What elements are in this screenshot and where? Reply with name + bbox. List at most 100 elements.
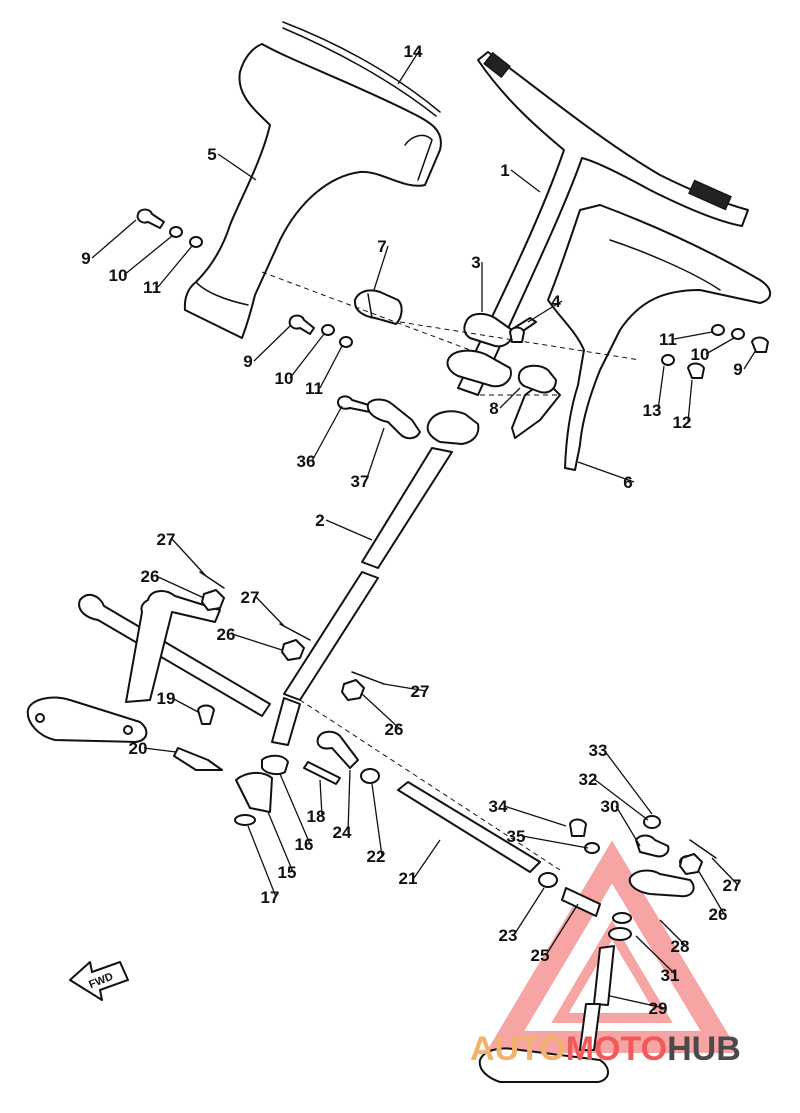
callout-10: 10 — [275, 369, 294, 388]
callout-6: 6 — [623, 473, 632, 492]
leader-line-18 — [319, 779, 323, 817]
leader-line-34 — [503, 805, 567, 827]
callout-23: 23 — [499, 926, 518, 945]
left-handlebar-cover — [183, 43, 442, 339]
leader-line-11 — [157, 245, 193, 288]
callout-26: 26 — [385, 720, 404, 739]
leader-line-11 — [319, 345, 343, 389]
fasteners — [136, 208, 769, 379]
watermark-hub: HUB — [667, 1030, 741, 1068]
leader-line-16 — [279, 773, 311, 845]
callout-36: 36 — [297, 452, 316, 471]
trim-strip — [282, 21, 441, 113]
leader-line-28 — [659, 919, 687, 947]
leader-line-7 — [373, 245, 389, 291]
leader-line-20 — [143, 747, 177, 753]
callout-9: 9 — [733, 360, 742, 379]
leader-line-10 — [705, 337, 735, 355]
leader-line-2 — [325, 519, 373, 541]
leader-line-4 — [527, 300, 563, 323]
lever-bolt — [337, 395, 373, 413]
leader-line-36 — [311, 405, 343, 462]
leader-line-23 — [513, 887, 545, 936]
tie-rod-assembly — [316, 730, 558, 888]
leader-line-8 — [499, 387, 521, 409]
cotter-pins-and-nuts — [199, 571, 717, 875]
watermark-text: AUTOMOTOHUB — [470, 1030, 741, 1068]
leader-line-27 — [255, 596, 285, 627]
leader-line-30 — [615, 805, 641, 847]
leader-line-14 — [397, 50, 420, 85]
callout-29: 29 — [649, 999, 668, 1018]
callout-11: 11 — [659, 330, 677, 349]
callout-9: 9 — [81, 249, 90, 268]
callout-26: 26 — [709, 905, 728, 924]
leader-line-6 — [577, 461, 635, 483]
leader-line-26 — [231, 633, 283, 651]
callout-14: 14 — [404, 42, 423, 61]
leader-line-29 — [609, 995, 665, 1009]
callout-5: 5 — [207, 145, 216, 164]
callout-27: 27 — [723, 876, 742, 895]
callout-12: 12 — [673, 413, 692, 432]
callout-3: 3 — [471, 253, 480, 272]
callout-28: 28 — [671, 937, 690, 956]
callout-17: 17 — [261, 888, 280, 907]
leader-line-10 — [289, 333, 325, 379]
callout-8: 8 — [489, 399, 498, 418]
right-handlebar-cover — [547, 204, 772, 471]
leader-line-5 — [217, 153, 257, 181]
leader-line-17 — [247, 825, 277, 898]
callout-25: 25 — [531, 946, 550, 965]
callout-35: 35 — [507, 827, 526, 846]
callout-15: 15 — [278, 863, 297, 882]
callout-22: 22 — [367, 847, 386, 866]
callout-13: 13 — [643, 401, 662, 420]
leader-line-26 — [361, 693, 401, 730]
leader-lines — [91, 50, 757, 1009]
callout-24: 24 — [333, 823, 352, 842]
leader-line-9 — [743, 349, 757, 370]
holder-bracket — [353, 289, 403, 325]
callout-30: 30 — [601, 797, 620, 816]
leader-line-25 — [545, 903, 579, 956]
steering-lever — [366, 398, 421, 440]
callout-34: 34 — [489, 797, 508, 816]
callout-27: 27 — [411, 682, 430, 701]
callout-32: 32 — [579, 770, 598, 789]
callout-2: 2 — [315, 511, 324, 530]
leader-line-37 — [365, 427, 385, 482]
watermark-moto: MOTO — [566, 1030, 667, 1068]
callout-11: 11 — [305, 379, 323, 398]
fwd-direction-marker — [69, 961, 129, 1001]
leader-line-10 — [123, 235, 173, 276]
callout-26: 26 — [217, 625, 236, 644]
leader-line-9 — [91, 219, 137, 259]
callout-27: 27 — [157, 530, 176, 549]
callout-11: 11 — [143, 278, 161, 297]
leader-line-26 — [155, 575, 205, 599]
leader-line-19 — [171, 697, 199, 713]
lower-column-parts — [173, 704, 341, 826]
leader-line-26 — [697, 869, 725, 915]
steering-column — [271, 410, 480, 746]
watermark-auto: AUTO — [470, 1030, 566, 1068]
leader-line-32 — [593, 778, 649, 821]
callout-18: 18 — [307, 807, 326, 826]
callout-10: 10 — [691, 345, 710, 364]
leader-line-22 — [371, 783, 383, 857]
leader-line-27 — [171, 538, 207, 577]
leader-line-27 — [383, 683, 427, 692]
callout-26: 26 — [141, 567, 160, 586]
callout-27: 27 — [241, 588, 260, 607]
callout-9: 9 — [243, 352, 252, 371]
leader-line-24 — [347, 769, 351, 833]
leader-line-1 — [510, 169, 541, 193]
callout-16: 16 — [295, 835, 314, 854]
callout-33: 33 — [589, 741, 608, 760]
leader-line-27 — [711, 857, 739, 886]
leader-line-31 — [635, 935, 677, 976]
callout-1: 1 — [500, 161, 509, 180]
